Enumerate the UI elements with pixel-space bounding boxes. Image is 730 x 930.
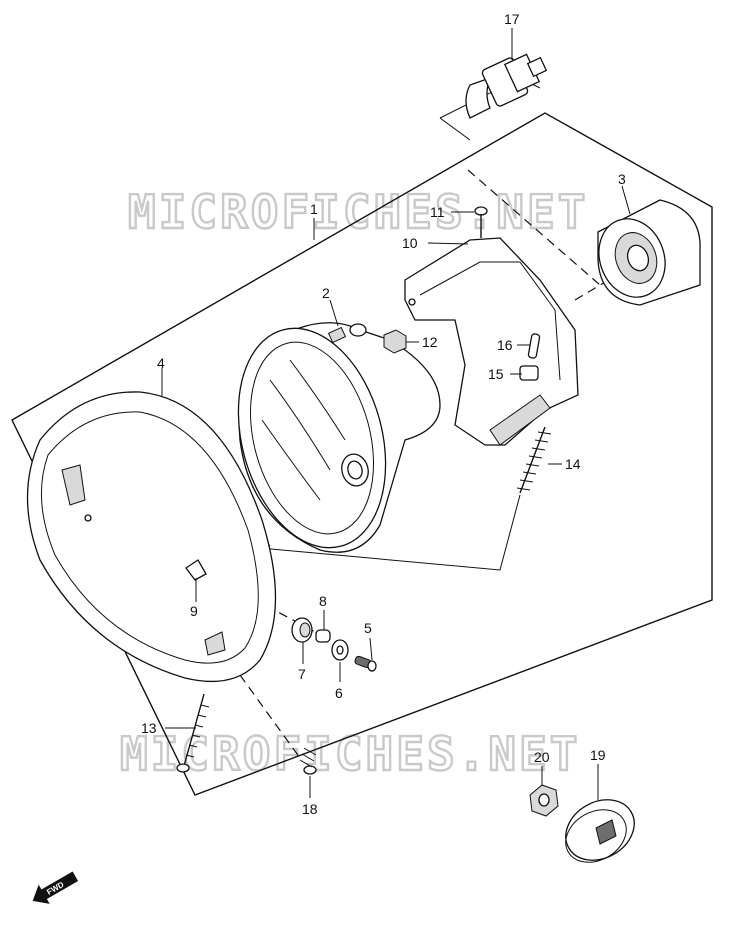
bulb-part	[439, 53, 548, 141]
callout-10: 10	[402, 235, 418, 251]
callout-13: 13	[141, 720, 157, 736]
callout-19: 19	[590, 747, 606, 763]
callout-20: 20	[534, 749, 550, 765]
washer-part	[331, 639, 349, 661]
collar-part	[315, 629, 331, 643]
assembly-outline	[11, 112, 713, 796]
rim-housing-part	[26, 391, 277, 683]
leader-lines	[161, 28, 631, 800]
socket-cover-part	[597, 199, 701, 306]
fwd-arrow-icon: FWD	[32, 871, 79, 904]
headlamp-unit-part	[237, 322, 441, 553]
callout-14: 14	[565, 456, 581, 472]
callout-5: 5	[364, 620, 372, 636]
callout-8: 8	[319, 593, 327, 609]
callout-17: 17	[504, 11, 520, 27]
callout-12: 12	[422, 334, 438, 350]
screw-part	[474, 206, 488, 238]
watermark-top: MICROFICHES.NET	[128, 185, 588, 239]
callout-3: 3	[618, 171, 626, 187]
cushion-part	[519, 333, 541, 381]
callout-11: 11	[430, 204, 445, 220]
grommet-part	[291, 617, 313, 643]
nut-part	[383, 329, 407, 354]
long-screw-part	[176, 693, 210, 773]
callout-7: 7	[298, 666, 306, 682]
callout-1: 1	[310, 201, 318, 217]
callout-2: 2	[322, 285, 330, 301]
callout-15: 15	[488, 366, 504, 382]
bolt-part	[354, 655, 377, 672]
bracket-part	[404, 237, 579, 446]
nut-20-part	[529, 784, 559, 817]
callout-4: 4	[157, 355, 165, 371]
cap-part	[565, 799, 635, 863]
screw-18-part	[299, 747, 317, 775]
callout-18: 18	[302, 801, 318, 817]
spring-part	[259, 426, 552, 571]
callout-16: 16	[497, 337, 513, 353]
callout-6: 6	[335, 685, 343, 701]
callout-labels: 1 2 3 4 5 6 7 8 9 10 11 12 13 14 15 16 1…	[141, 11, 626, 817]
callout-9: 9	[190, 603, 198, 619]
watermark-bottom: MICROFICHES.NET	[120, 727, 580, 781]
